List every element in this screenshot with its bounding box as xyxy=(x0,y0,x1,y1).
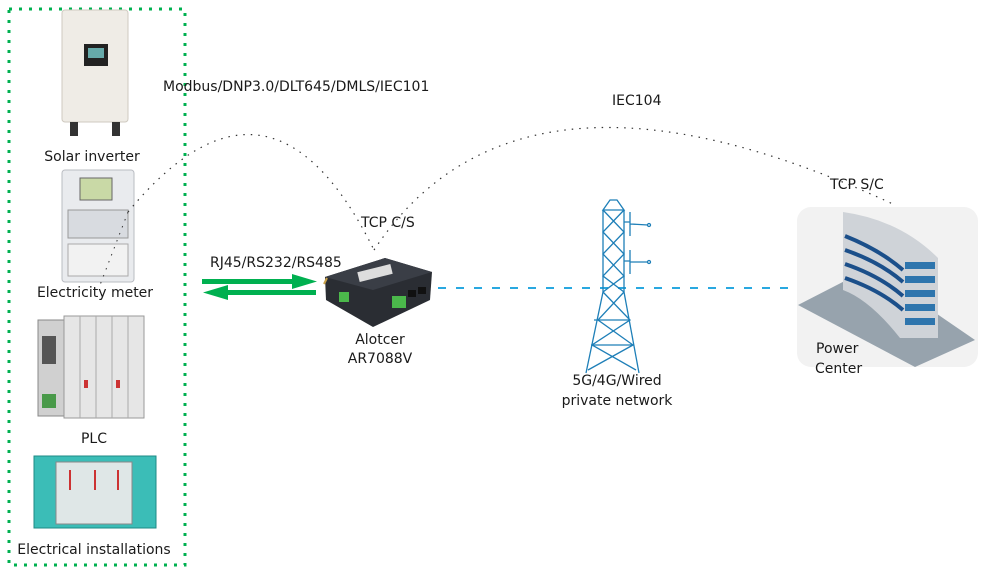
serial-interfaces-label: RJ45/RS232/RS485 xyxy=(210,255,342,271)
cell-tower-icon xyxy=(585,199,652,374)
power-center-image xyxy=(797,207,978,367)
electrical-installations-label: Electrical installations xyxy=(17,542,171,558)
network-label-line2: private network xyxy=(561,393,673,409)
plc-label: PLC xyxy=(80,431,108,447)
solar-inverter-label: Solar inverter xyxy=(44,149,140,165)
router-image xyxy=(323,258,432,327)
network-label-line1: 5G/4G/Wired xyxy=(572,373,662,389)
field-protocols-label: Modbus/DNP3.0/DLT645/DMLS/IEC101 xyxy=(163,79,430,95)
solar-inverter-image xyxy=(61,9,129,136)
electricity-meter-label: Electricity meter xyxy=(36,285,154,301)
plc-image xyxy=(37,315,145,419)
power-center-label-line1: Power xyxy=(816,341,859,357)
electrical-cabinet-image xyxy=(33,455,157,529)
router-brand-label: Alotcer xyxy=(355,332,405,348)
field-protocol-link xyxy=(127,133,375,251)
bidirectional-serial-arrows xyxy=(202,274,317,300)
iec104-label: IEC104 xyxy=(612,93,662,109)
power-center-label-line2: Center xyxy=(815,361,863,377)
field-devices-box xyxy=(7,7,187,567)
electricity-meter-image xyxy=(61,169,135,283)
tcp-cs-label: TCP C/S xyxy=(361,215,415,231)
tcp-sc-label: TCP S/C xyxy=(830,177,884,193)
router-model-label: AR7088V xyxy=(347,351,413,367)
